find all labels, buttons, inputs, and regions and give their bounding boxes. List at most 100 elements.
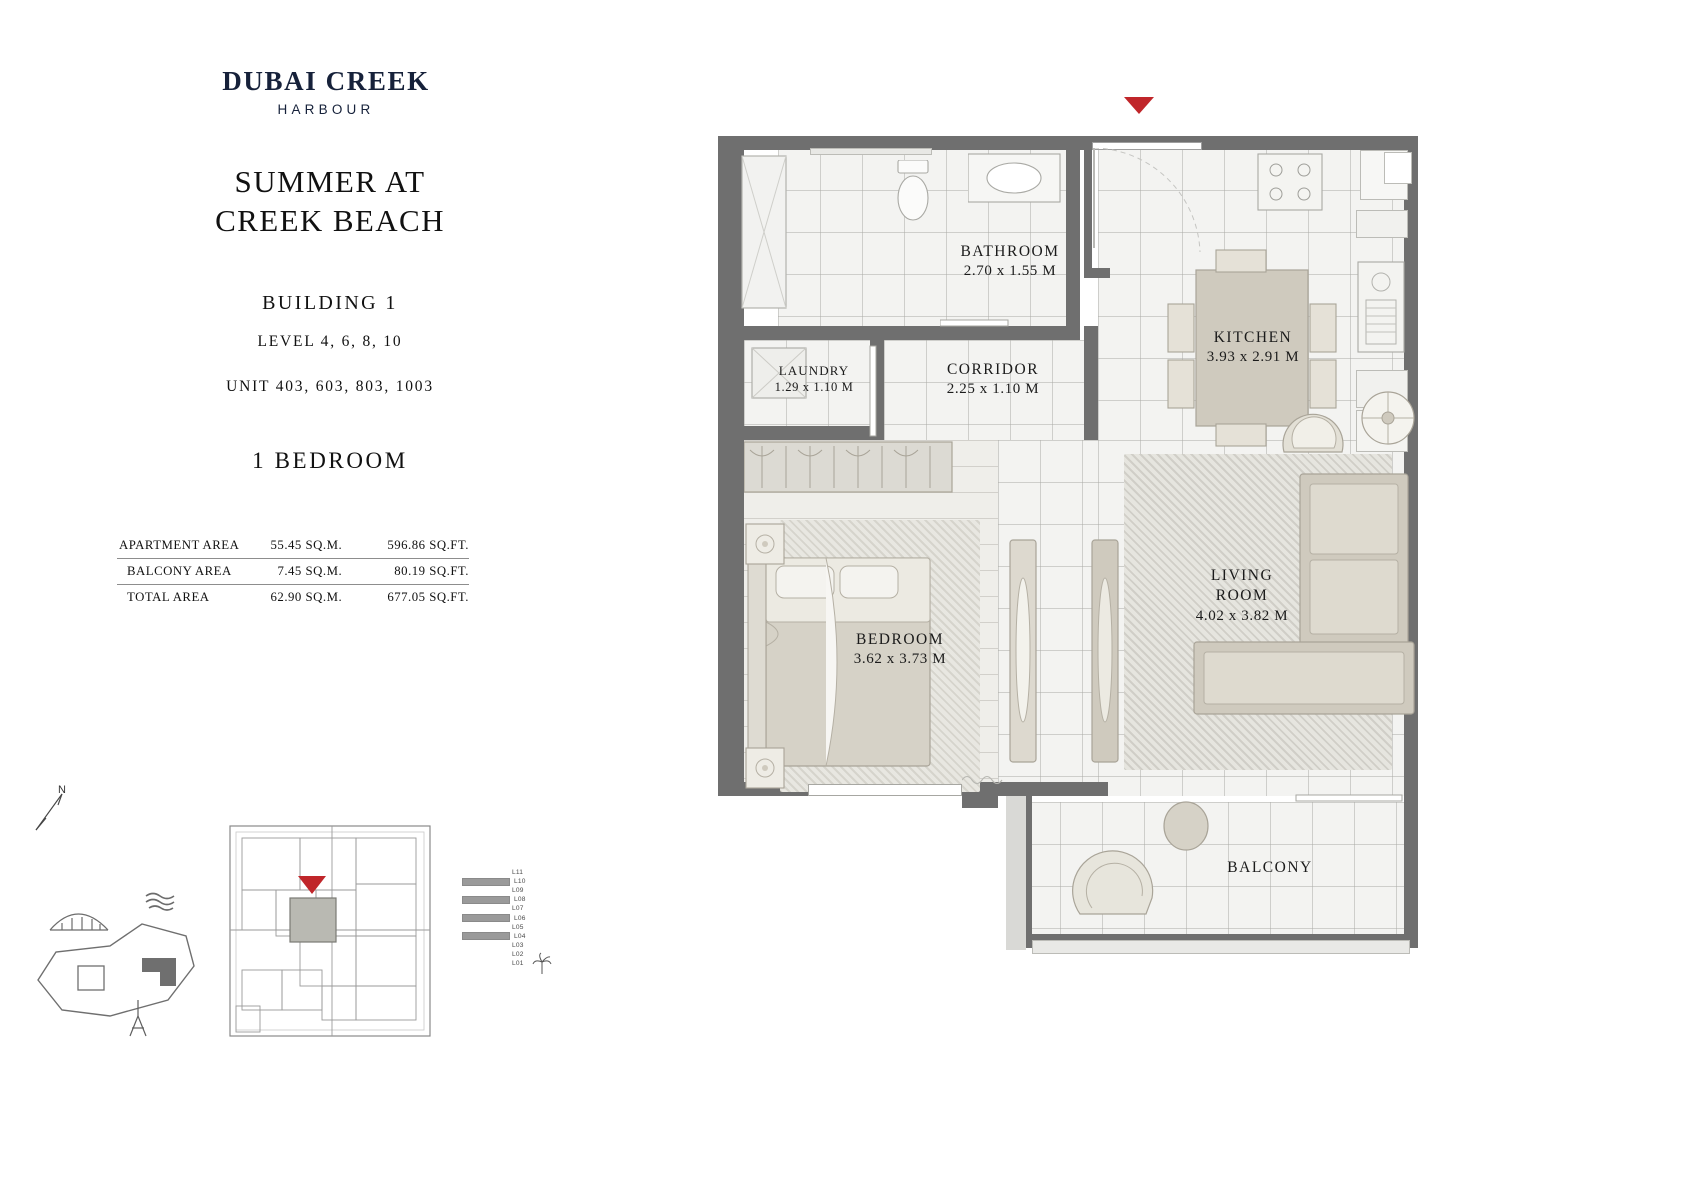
level-legend-row: L09	[462, 886, 582, 895]
wardrobe-icon	[744, 441, 953, 493]
corridor-name: CORRIDOR	[946, 361, 1040, 378]
armchair-icon	[1282, 413, 1344, 453]
level-label: L09	[512, 887, 524, 895]
window-niche	[1384, 152, 1412, 184]
area-table: APARTMENT AREA 55.45 SQ.M. 596.86 SQ.FT.…	[117, 533, 469, 610]
wall-kitchen-left	[1084, 326, 1098, 440]
area-row-sqm: 7.45 SQ.M.	[277, 564, 343, 578]
nightstand-icon	[745, 747, 785, 789]
room-label-bedroom: BEDROOM 3.62 x 3.73 M	[800, 630, 1000, 670]
room-label-kitchen: KITCHEN 3.93 x 2.91 M	[1158, 328, 1348, 368]
units-label: UNIT 403, 603, 803, 1003	[226, 378, 434, 395]
laundry-dimensions: 1.29 x 1.10 M	[774, 380, 854, 395]
balcony-edge-left	[1006, 796, 1026, 950]
level-legend-row: L07	[462, 904, 582, 913]
area-row-label: BALCONY AREA	[127, 564, 232, 578]
key-plan: N	[0, 780, 620, 1080]
washer-icon	[751, 347, 807, 399]
balcony-railing	[1032, 940, 1410, 954]
living-room-name-line2: ROOM	[1215, 587, 1269, 605]
bedroom-window	[808, 784, 962, 796]
bedroom-name: BEDROOM	[855, 631, 944, 648]
dining-table-icon	[1167, 249, 1337, 447]
level-legend-row: L02	[462, 950, 582, 959]
bathroom-counter-edge	[810, 148, 932, 155]
level-label: L08	[514, 896, 526, 904]
level-label: L01	[512, 959, 524, 967]
wall-entry-partition	[1084, 150, 1092, 268]
brand-logo: DUBAI CREEK HARBOUR	[196, 66, 456, 117]
info-panel: DUBAI CREEK HARBOUR SUMMER AT CREEK BEAC…	[0, 0, 620, 1197]
palm-tree-icon	[532, 952, 552, 974]
project-title-line2: CREEK BEACH	[215, 203, 445, 238]
brand-subtitle: HARBOUR	[277, 102, 375, 117]
wall-bathroom-bottom	[744, 326, 1080, 340]
level-legend-row: L11	[462, 868, 582, 877]
room-label-balcony: BALCONY	[1170, 858, 1370, 878]
wall-top	[718, 136, 1418, 150]
level-bar	[462, 960, 508, 966]
project-title-line1: SUMMER AT	[234, 164, 426, 199]
sofa-chaise-icon	[1193, 641, 1415, 715]
area-row-sqm: 55.45 SQ.M.	[270, 538, 343, 552]
side-table-icon	[1361, 391, 1415, 445]
laundry-name: LAUNDRY	[778, 363, 850, 378]
balcony-floor	[1018, 802, 1410, 940]
level-bar	[462, 942, 508, 948]
wall-laundry-bottom	[744, 426, 884, 440]
wall-left	[718, 136, 744, 796]
sofa-icon	[1299, 473, 1409, 645]
level-bar	[462, 877, 510, 886]
page-title: SUMMER AT CREEK BEACH	[140, 162, 520, 240]
level-label: L10	[514, 878, 526, 886]
wall-bottom-mid	[998, 782, 1108, 796]
level-label: L05	[512, 923, 524, 931]
level-bar	[462, 932, 510, 941]
shower-enclosure-icon	[741, 155, 787, 309]
cooktop-icon	[1257, 153, 1323, 211]
level-label: L11	[512, 869, 524, 877]
room-label-laundry: LAUNDRY 1.29 x 1.10 M	[732, 362, 896, 396]
vanity-basin-icon	[968, 153, 1061, 203]
planter-icon	[1163, 801, 1209, 851]
site-context-sketch	[18, 840, 238, 1040]
entry-door-swing-icon	[1093, 148, 1201, 253]
entrance-marker-icon	[1124, 97, 1154, 114]
bed-icon	[747, 553, 931, 771]
toilet-icon	[897, 160, 929, 221]
wall-entry-return	[1084, 268, 1110, 278]
mini-floorplate-diagram	[222, 820, 442, 1042]
bathroom-door-icon	[940, 319, 1009, 327]
wardrobe-partition-icon	[1009, 539, 1037, 763]
level-legend-row: L10	[462, 877, 582, 886]
table-row: BALCONY AREA 7.45 SQ.M. 80.19 SQ.FT.	[117, 559, 469, 585]
bathroom-name: BATHROOM	[960, 243, 1060, 260]
bathroom-dimensions: 2.70 x 1.55 M	[963, 263, 1057, 280]
level-bar	[462, 895, 510, 904]
room-label-bathroom: BATHROOM 2.70 x 1.55 M	[870, 242, 1150, 282]
room-label-living-room: LIVING ROOM 4.02 x 3.82 M	[1152, 566, 1332, 627]
area-row-label: APARTMENT AREA	[119, 538, 240, 552]
wall-balcony-right	[1404, 790, 1418, 948]
area-row-sqft: 80.19 SQ.FT.	[394, 564, 469, 578]
level-bar	[462, 951, 508, 957]
level-legend-row: L05	[462, 923, 582, 932]
compass-north-label: N	[58, 784, 66, 796]
area-row-label: TOTAL AREA	[127, 590, 210, 604]
kitchen-name: KITCHEN	[1213, 329, 1293, 346]
wall-bathroom-right	[1066, 150, 1080, 340]
corridor-floor	[884, 340, 1098, 440]
bedroom-dimensions: 3.62 x 3.73 M	[853, 651, 947, 668]
level-label: L07	[512, 905, 524, 913]
brand-name: DUBAI CREEK	[222, 66, 430, 96]
level-bar	[462, 924, 508, 930]
level-bar	[462, 906, 508, 912]
tv-console-icon	[1091, 539, 1119, 763]
level-bar	[462, 888, 508, 894]
compass-icon: N	[28, 784, 74, 838]
level-label: L03	[512, 941, 524, 949]
kitchen-counter-2	[1356, 210, 1408, 238]
balcony-chair-icon	[1072, 850, 1154, 915]
table-row: TOTAL AREA 62.90 SQ.M. 677.05 SQ.FT.	[117, 585, 469, 611]
